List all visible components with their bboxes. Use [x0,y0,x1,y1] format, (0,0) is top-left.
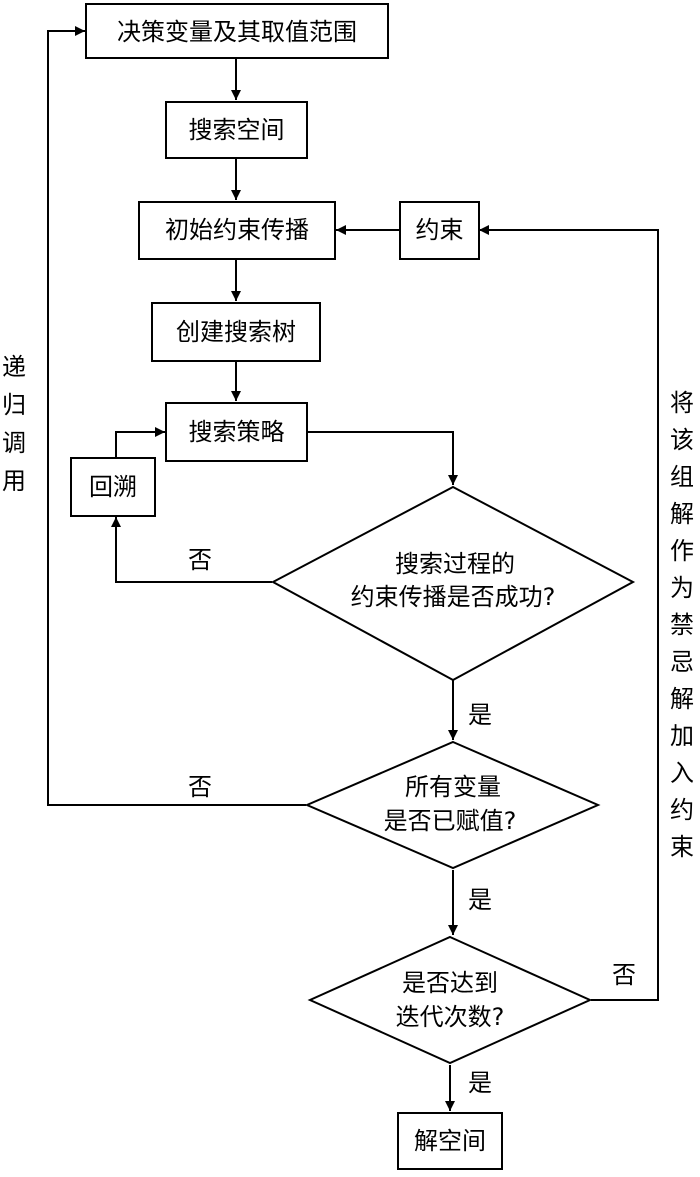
constraint-label: 约束 [416,216,464,244]
iterations-reached-line1: 是否达到 [402,969,498,997]
all-assigned-line2: 是否已赋值? [384,807,517,835]
box-search-strategy: 搜索策略 [165,402,308,462]
initial-propagation-label: 初始约束传播 [165,216,309,244]
propagation-success-line2: 约束传播是否成功? [351,583,556,611]
box-initial-propagation: 初始约束传播 [138,201,336,260]
box-constraint: 约束 [399,201,480,260]
arrow-decision1-no-to-backtrack [111,517,272,583]
backtrack-label: 回溯 [89,473,137,501]
diamond-propagation-success: 搜索过程的 约束传播是否成功? [270,485,636,682]
edge-label-no-forbidden: 否 [612,961,636,989]
edge-label-yes-iterations: 是 [468,886,492,914]
all-assigned-line1: 所有变量 [405,773,501,801]
box-solution-space: 解空间 [397,1112,503,1170]
diamond-iterations-reached: 是否达到 迭代次数? [307,935,593,1065]
arrow-decision3-no-to-constraint [479,225,659,1001]
box-create-search-tree: 创建搜索树 [151,302,321,362]
search-space-label: 搜索空间 [189,116,285,144]
edge-label-yes-solution: 是 [468,1069,492,1097]
edge-label-no-recursive: 否 [188,773,212,801]
box-backtrack: 回溯 [70,457,156,517]
create-search-tree-label: 创建搜索树 [176,318,296,346]
side-label-recursive-call: 递归调用 [2,353,26,495]
propagation-success-line1: 搜索过程的 [395,550,515,578]
side-label-add-forbidden: 将该组解作为禁忌解加入约束 [670,389,694,861]
search-strategy-label: 搜索策略 [189,418,285,446]
box-search-space: 搜索空间 [165,101,308,159]
arrow-backtrack-to-strategy [115,427,165,457]
iterations-reached-line2: 迭代次数? [396,1003,505,1031]
box-decision-variables: 决策变量及其取值范围 [85,3,389,59]
solution-space-label: 解空间 [414,1127,486,1155]
arrow-decision2-no-recursive [47,26,306,806]
edge-label-yes-assigned: 是 [468,701,492,729]
decision-variables-label: 决策变量及其取值范围 [117,18,357,46]
diamond-all-assigned: 所有变量 是否已赋值? [304,740,601,870]
connectors [47,26,659,1111]
edge-label-no-backtrack: 否 [188,546,212,574]
arrow-strategy-to-decision1 [307,431,458,485]
